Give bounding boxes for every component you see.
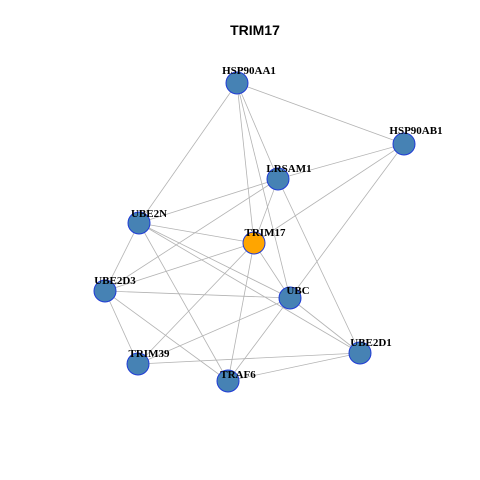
edge-ubc-ube2d1: [289, 297, 361, 354]
edge-ube2n-traf6: [138, 222, 229, 382]
edge-lrsam1-ube2d1: [277, 178, 361, 354]
edge-hsp90ab1-ubc: [289, 143, 405, 299]
node-label-ube2d3: UBE2D3: [94, 275, 136, 287]
edge-hsp90aa1-ube2n: [138, 82, 238, 224]
edge-traf6-ube2d1: [227, 352, 361, 382]
node-label-lrsam1: LRSAM1: [266, 163, 311, 175]
edges-layer: [104, 82, 405, 382]
node-lrsam1[interactable]: [266, 167, 290, 191]
node-label-hsp90aa1: HSP90AA1: [222, 65, 276, 77]
node-ubc[interactable]: [278, 286, 302, 310]
node-hsp90ab1[interactable]: [392, 132, 416, 156]
edge-ubc-trim39: [137, 297, 291, 365]
node-trim17[interactable]: [242, 231, 266, 255]
edge-ube2d3-traf6: [104, 290, 229, 382]
edge-trim17-traf6: [227, 242, 255, 382]
edge-trim17-trim39: [137, 242, 255, 365]
node-ube2n[interactable]: [127, 211, 151, 235]
node-label-hsp90ab1: HSP90AB1: [389, 125, 442, 137]
node-label-trim17: TRIM17: [245, 227, 286, 239]
edge-hsp90aa1-trim17: [236, 82, 255, 244]
node-ube2d3[interactable]: [93, 279, 117, 303]
node-label-ube2d1: UBE2D1: [350, 337, 392, 349]
edge-hsp90aa1-hsp90ab1: [236, 82, 405, 145]
node-label-ube2n: UBE2N: [131, 208, 167, 220]
edge-ube2d3-trim39: [104, 290, 139, 365]
node-hsp90aa1[interactable]: [225, 71, 249, 95]
edge-trim17-ube2d3: [104, 242, 255, 292]
node-trim39[interactable]: [126, 352, 150, 376]
edge-lrsam1-ube2n: [138, 178, 279, 224]
edge-hsp90ab1-lrsam1: [277, 143, 405, 180]
node-label-trim39: TRIM39: [129, 348, 170, 360]
node-label-ubc: UBC: [286, 285, 309, 297]
node-ube2d1[interactable]: [348, 341, 372, 365]
node-label-traf6: TRAF6: [220, 369, 256, 381]
edge-ube2n-ube2d3: [104, 222, 140, 292]
edge-trim39-ube2d1: [137, 352, 361, 365]
edge-lrsam1-ube2d3: [104, 178, 279, 292]
nodes-layer: [93, 71, 416, 393]
edge-ube2n-trim17: [138, 222, 255, 244]
node-traf6[interactable]: [216, 369, 240, 393]
graph-title: TRIM17: [230, 22, 280, 38]
edge-hsp90ab1-trim17: [253, 143, 405, 244]
edge-ube2n-ubc: [138, 222, 291, 299]
edge-ube2d3-ubc: [104, 290, 291, 299]
edge-ubc-traf6: [227, 297, 291, 382]
edge-ube2n-ube2d1: [138, 222, 361, 354]
edge-hsp90aa1-lrsam1: [236, 82, 279, 180]
edge-hsp90aa1-ubc: [236, 82, 291, 299]
